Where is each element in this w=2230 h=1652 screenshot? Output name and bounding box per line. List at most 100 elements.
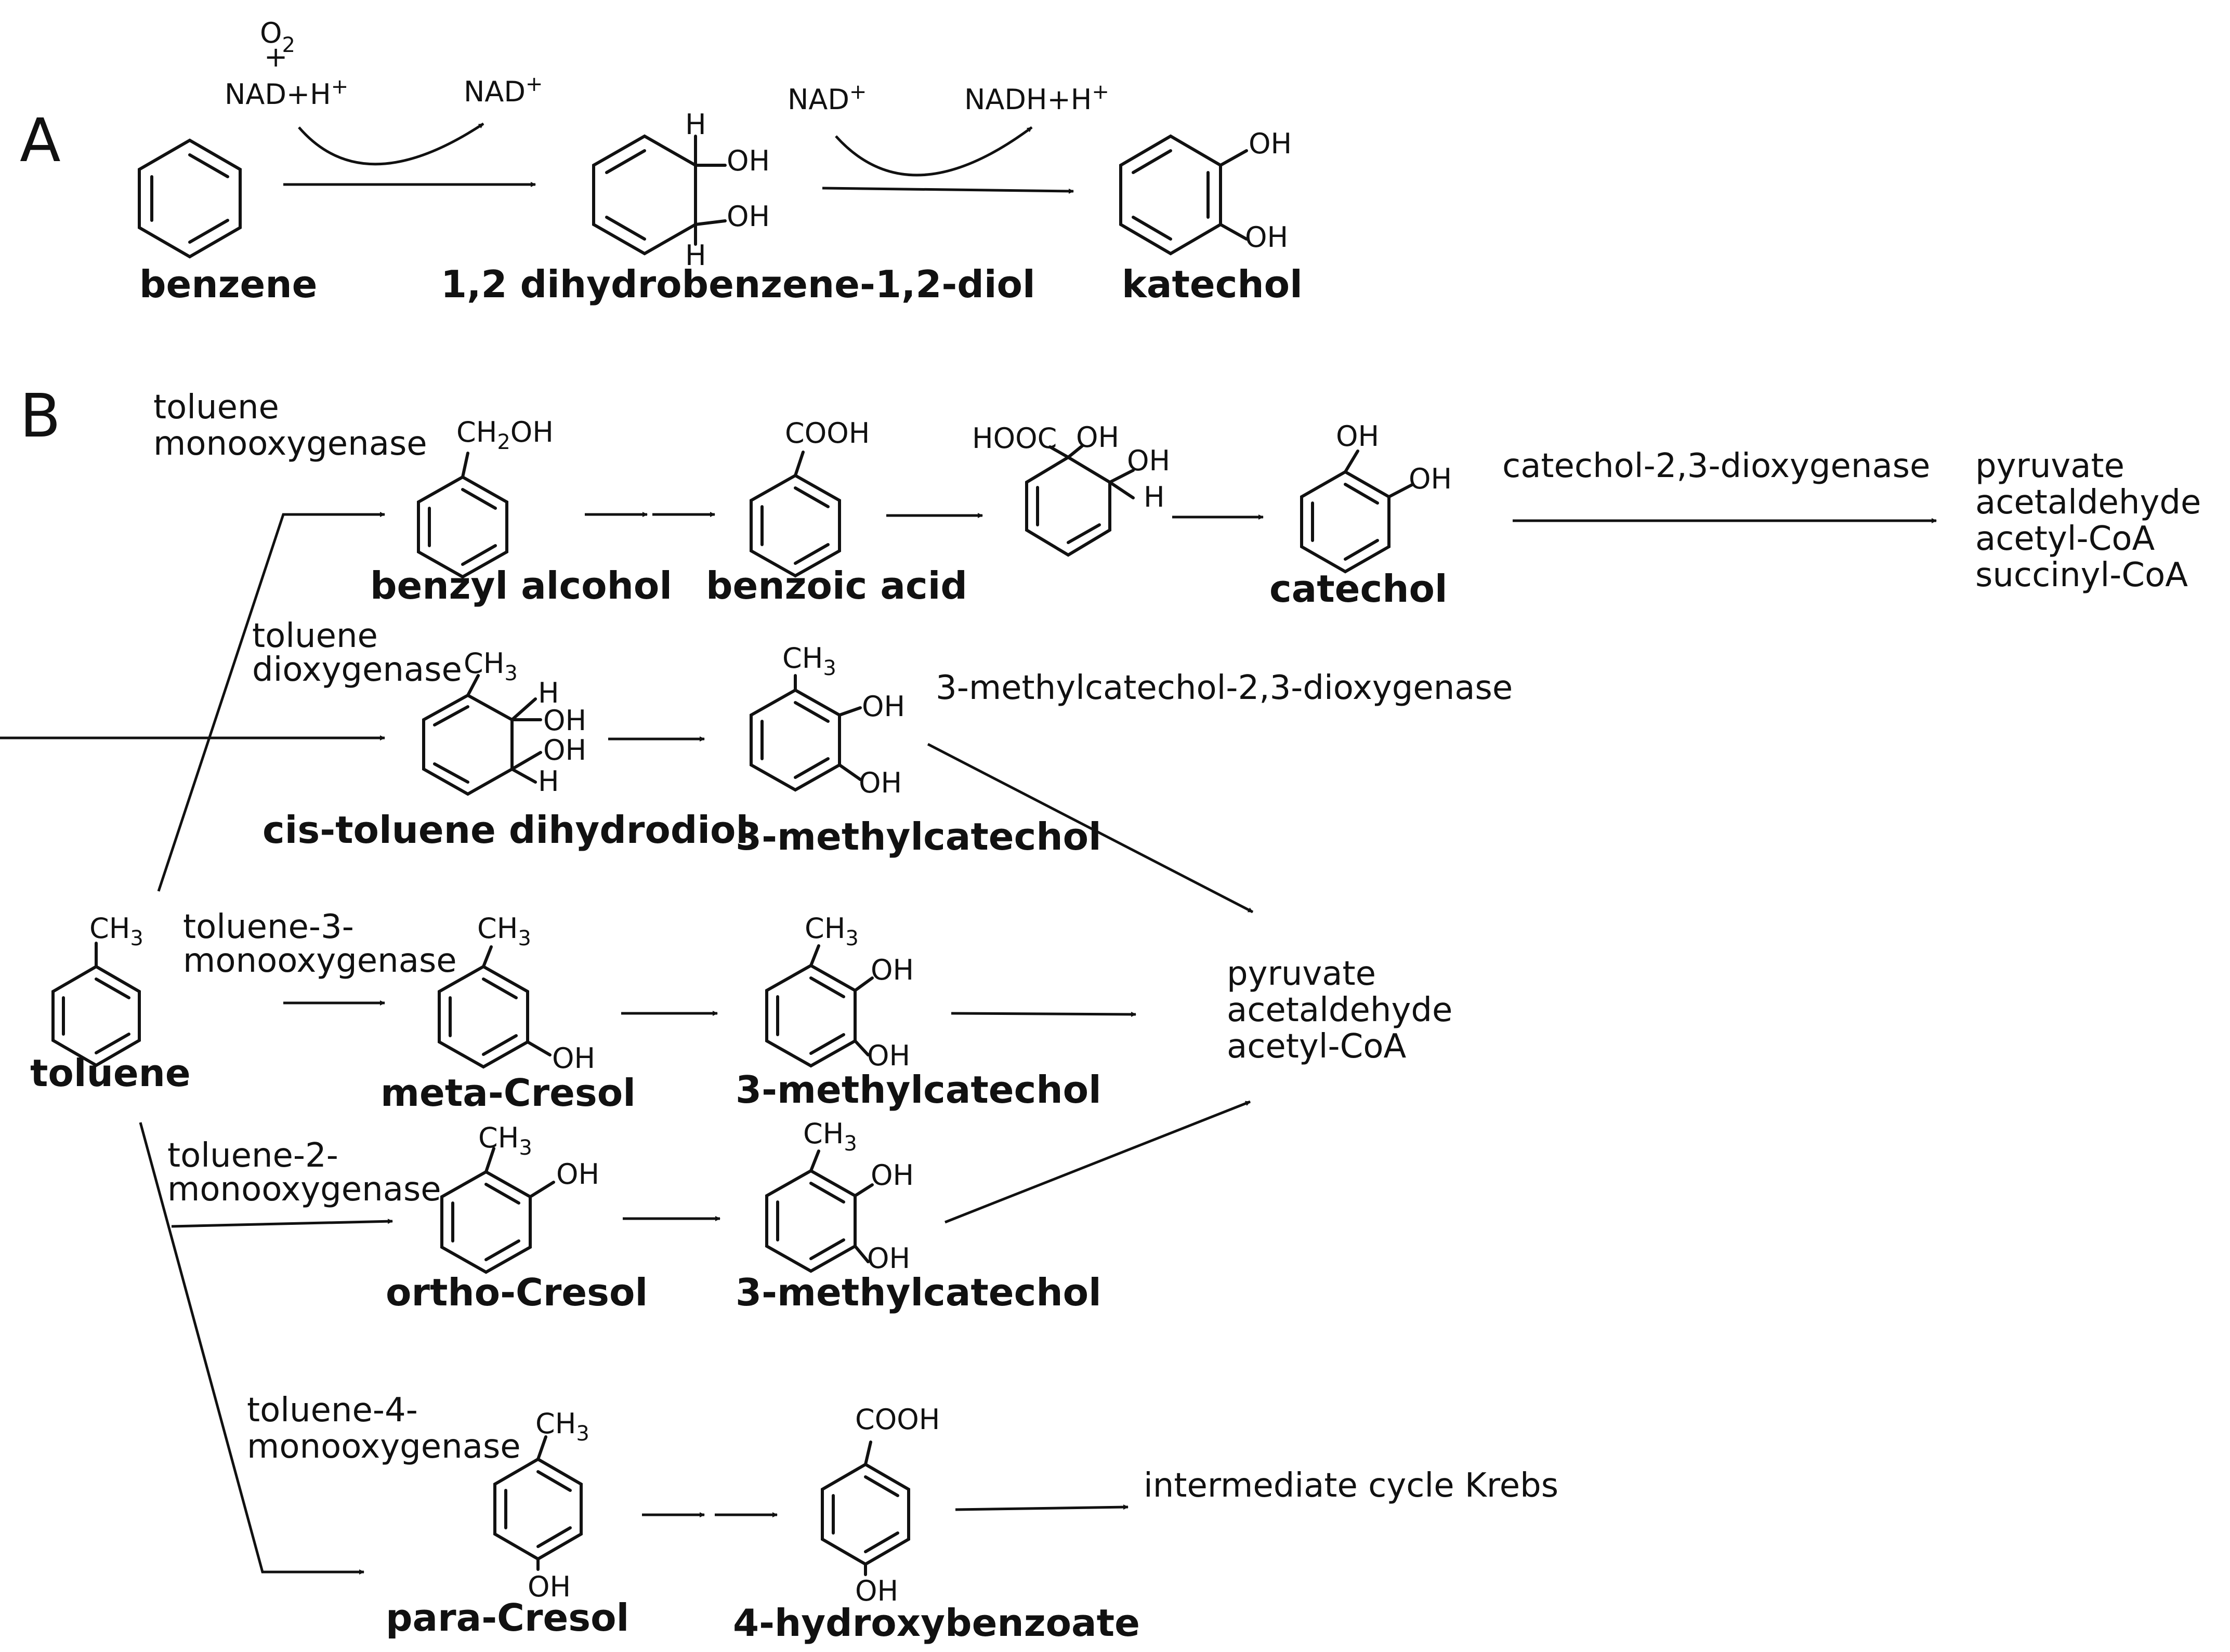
panel-a: A benzene O2 + NAD+H+ NAD+ H OH OH H [20, 17, 1303, 306]
dihydrodiol-label: 1,2 dihydrobenzene-1,2-diol [441, 262, 1035, 306]
h-group-top: H [685, 108, 706, 141]
methylcatechol-1-oh-2: OH [859, 766, 902, 799]
dihydrodiol-structure [592, 134, 727, 256]
cis-diol-ch3: CH3 [464, 647, 518, 685]
product-mid-2: acetaldehyde [1227, 991, 1452, 1029]
benzoate-oh-2: OH [1127, 444, 1170, 477]
hydroxybenzoate-label: 4-hydroxybenzoate [733, 1601, 1140, 1645]
enzyme-t2mo-line2: monooxygenase [167, 1170, 441, 1209]
product-top-4: succinyl-CoA [1975, 556, 2188, 594]
nad-out-label: NAD+ [464, 72, 543, 108]
methylcatechol-2-oh-2: OH [867, 1039, 910, 1072]
methylcatechol-2-structure [765, 944, 874, 1068]
product-krebs: intermediate cycle Krebs [1144, 1466, 1558, 1505]
nad-in2-label: NAD+ [788, 80, 867, 116]
enzyme-mc23o: 3-methylcatechol-2,3-dioxygenase [936, 669, 1513, 707]
panel-b: B CH3 toluene toluene monooxygenase tolu… [0, 381, 2201, 1645]
benzyl-ch2oh: CH2OH [456, 416, 554, 454]
methylcatechol-3-oh-2: OH [867, 1242, 910, 1275]
enzyme-tmo-line2: monooxygenase [153, 425, 427, 463]
cis-diol-structure [422, 674, 542, 796]
toluene-label: toluene [30, 1051, 191, 1095]
product-top-1: pyruvate [1975, 447, 2124, 485]
ortho-cresol-oh: OH [556, 1158, 599, 1191]
oh-group-bottom: OH [727, 200, 770, 233]
katechol-label: katechol [1122, 262, 1303, 306]
enzyme-c23o: catechol-2,3-dioxygenase [1502, 447, 1930, 485]
arrow-row4-b [945, 1100, 1251, 1224]
reaction-arrow-a2 [822, 187, 1074, 194]
benzoate-hooc: HOOC [972, 422, 1057, 455]
benzyl-alcohol-label: benzyl alcohol [370, 564, 672, 607]
benzoate-oh-1: OH [1076, 421, 1119, 454]
enzyme-t4mo-line1: toluene-4- [247, 1391, 418, 1430]
arrow-row3-b [951, 1011, 1136, 1017]
methylcatechol-1-label: 3-methylcatechol [736, 815, 1101, 858]
methylcatechol-2-ch3: CH3 [805, 912, 859, 950]
cis-diol-h-2: H [538, 765, 559, 798]
catechol-oh-1: OH [1336, 420, 1379, 453]
h-group-bottom: H [685, 239, 706, 272]
catechol-structure [1300, 450, 1414, 574]
meta-cresol-oh: OH [552, 1042, 595, 1075]
product-top-3: acetyl-CoA [1975, 520, 2155, 558]
hydroxybenzoate-oh: OH [855, 1575, 898, 1607]
methylcatechol-1-ch3: CH3 [782, 642, 836, 680]
methylcatechol-3-oh-1: OH [871, 1159, 914, 1192]
benzoate-diol-structure [1025, 444, 1135, 557]
benzoate-h: H [1144, 481, 1165, 513]
methylcatechol-1-oh-1: OH [862, 690, 905, 723]
para-cresol-ch3: CH3 [535, 1407, 589, 1446]
plus-sign: + [264, 41, 287, 73]
hydroxybenzoate-structure [821, 1440, 910, 1576]
product-mid-3: acetyl-CoA [1227, 1027, 1406, 1066]
methylcatechol-2-label: 3-methylcatechol [736, 1068, 1101, 1112]
benzene-structure [138, 138, 242, 259]
enzyme-t3mo-line2: monooxygenase [183, 942, 457, 980]
methylcatechol-3-ch3: CH3 [803, 1117, 857, 1156]
methylcatechol-3-structure [765, 1149, 874, 1273]
toluene-structure [51, 942, 141, 1067]
benzoic-acid-structure [750, 451, 841, 578]
branch-arrow-tmo [157, 512, 385, 892]
catechol-oh-2: OH [1409, 462, 1452, 495]
panel-b-letter: B [20, 381, 61, 451]
ortho-cresol-ch3: CH3 [478, 1121, 532, 1160]
oh-group-top: OH [727, 144, 770, 177]
para-cresol-oh: OH [528, 1570, 571, 1603]
product-mid-1: pyruvate [1227, 955, 1376, 993]
cis-diol-label: cis-toluene dihydrodiol [263, 808, 749, 852]
enzyme-tmo-line1: toluene [153, 388, 279, 427]
branch-arrow-t4mo [139, 1122, 364, 1575]
para-cresol-structure [493, 1435, 583, 1571]
nadh-in-label: NAD+H+ [225, 75, 348, 111]
methylcatechol-1-structure [750, 674, 862, 792]
o2-label: O2 [260, 17, 295, 57]
meta-cresol-ch3: CH3 [477, 912, 531, 950]
meta-cresol-structure [438, 945, 552, 1069]
product-top-2: acetaldehyde [1975, 483, 2201, 522]
benzyl-alcohol-structure [417, 452, 508, 579]
katechol-oh-1: OH [1249, 127, 1292, 160]
ortho-cresol-label: ortho-Cresol [386, 1271, 648, 1314]
katechol-oh-2: OH [1245, 221, 1288, 254]
para-cresol-label: para-Cresol [386, 1596, 629, 1640]
catechol-label: catechol [1269, 567, 1448, 611]
enzyme-t3mo-line1: toluene-3- [183, 908, 354, 946]
meta-cresol-label: meta-Cresol [381, 1071, 636, 1115]
nadh-out-label: NADH+H+ [964, 80, 1109, 116]
hydroxybenzoate-cooh: COOH [855, 1403, 940, 1436]
benzoic-acid-label: benzoic acid [706, 564, 967, 607]
cis-diol-oh-1: OH [543, 704, 586, 737]
enzyme-t2mo-line1: toluene-2- [167, 1136, 338, 1175]
panel-a-letter: A [20, 106, 61, 176]
toluene-ch3: CH3 [89, 912, 143, 950]
cis-diol-h-1: H [538, 677, 559, 709]
benzene-label: benzene [139, 262, 317, 306]
methylcatechol-2-oh-1: OH [871, 954, 914, 986]
katechol-structure [1119, 134, 1248, 256]
enzyme-t4mo-line2: monooxygenase [247, 1428, 521, 1466]
cis-diol-oh-2: OH [543, 734, 586, 766]
arrow-row2-b [927, 743, 1254, 914]
enzyme-tdo-line2: dioxygenase [252, 651, 462, 689]
